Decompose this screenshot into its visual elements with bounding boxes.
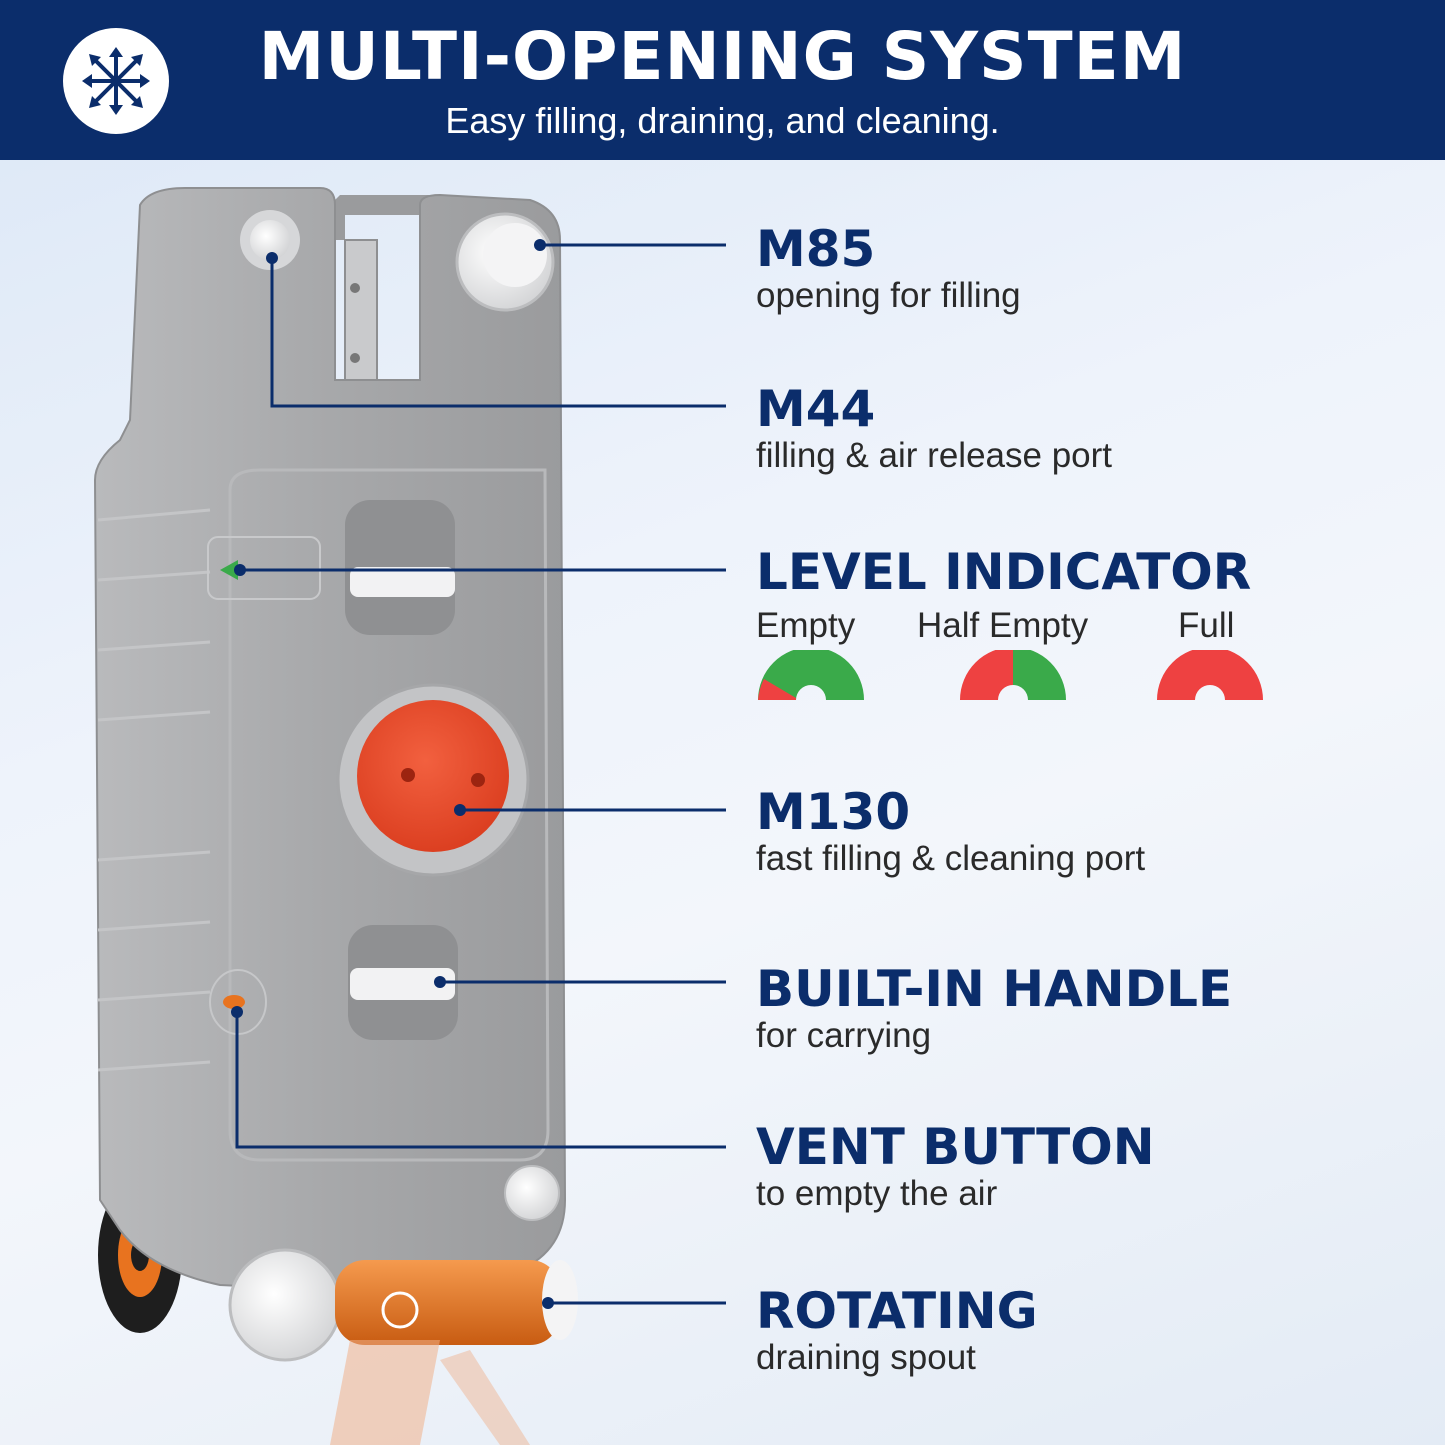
feature-m44: M44 filling & air release port [756,382,1112,476]
multi-direction-arrows-icon [82,47,150,115]
m44-cap [240,210,300,270]
feature-title: VENT BUTTON [756,1118,1155,1176]
gauge-full [1157,650,1263,700]
gauge-empty [758,650,864,700]
feature-title: LEVEL INDICATOR [756,543,1252,601]
lower-handle-recess [348,925,458,1040]
feature-vent-button: VENT BUTTON to empty the air [756,1120,1155,1214]
page-subtitle: Easy filling, draining, and cleaning. [445,100,1000,141]
upper-handle-recess [345,500,455,635]
level-indicator-window [207,536,321,600]
level-label-half-empty: Half Empty [917,606,1089,645]
gauge-half-empty [960,650,1066,700]
feature-m130: M130 fast filling & cleaning port [756,785,1145,879]
feature-desc: opening for filling [756,276,1021,315]
feature-desc: filling & air release port [756,436,1112,475]
feature-desc: fast filling & cleaning port [756,839,1146,878]
top-carry-handle [330,195,440,240]
feature-title: M85 [756,220,876,278]
feature-rotating-spout: ROTATING draining spout [756,1284,1038,1378]
water-tank-illustration [93,187,578,1445]
page-title: MULTI-OPENING SYSTEM [258,18,1187,95]
m130-cap [336,683,530,877]
feature-desc: draining spout [756,1338,976,1377]
feature-title: M130 [756,783,911,841]
feature-title: ROTATING [756,1282,1038,1340]
feature-m85: M85 opening for filling [756,222,1021,316]
feature-title: M44 [756,380,876,438]
feature-desc: for carrying [756,1016,932,1055]
m85-cap [455,212,555,312]
feature-level-indicator: LEVEL INDICATOR [756,545,1251,599]
feature-built-in-handle: BUILT-IN HANDLE for carrying [756,962,1232,1056]
feature-desc: to empty the air [756,1174,998,1213]
feature-title: BUILT-IN HANDLE [756,960,1233,1018]
logo-badge [63,28,169,134]
rotating-draining-spout [330,1260,578,1445]
level-label-empty: Empty [756,606,856,645]
header-banner: MULTI-OPENING SYSTEM Easy filling, drain… [0,0,1445,160]
side-ribs [97,508,211,1072]
level-label-full: Full [1178,606,1235,645]
